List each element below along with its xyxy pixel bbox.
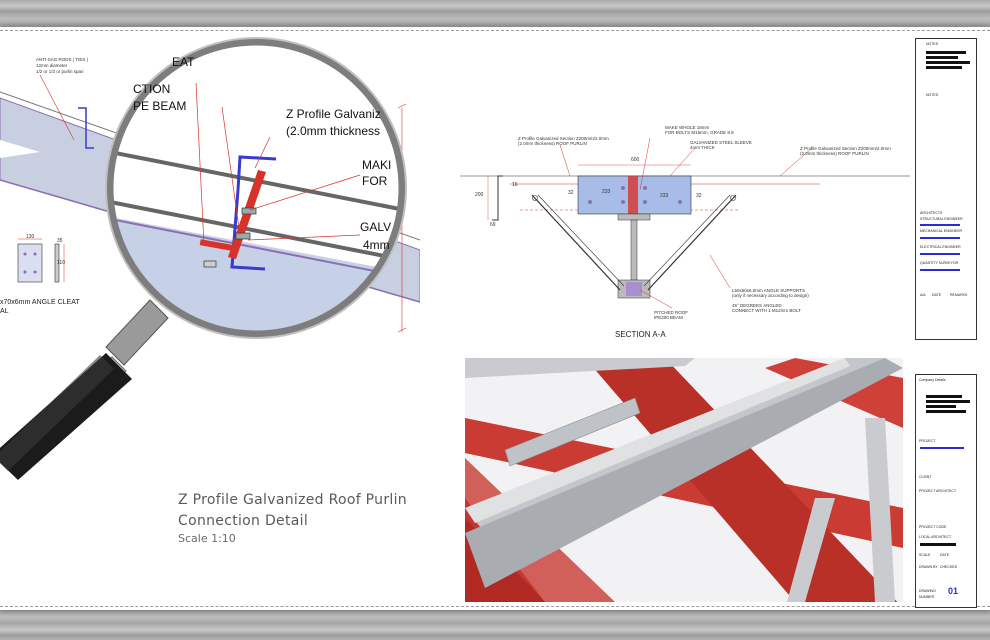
anti-sag-span: 1/2 or 1/3 or purlin span xyxy=(36,69,84,74)
tb-date: DATE xyxy=(940,553,950,557)
drawing-number: 01 xyxy=(948,586,959,596)
tb-quantity: QUANTITY SURVEYOR xyxy=(920,261,959,265)
lens-text-for: FOR xyxy=(362,174,388,188)
sleeve-line2: 4mm THICK xyxy=(690,145,715,150)
lens-text-4mm: 4mm xyxy=(363,238,390,252)
angle-cleat-note: x70x6mm ANGLE CLEAT AL xyxy=(0,298,80,316)
tb-col-a: A/A xyxy=(920,293,926,297)
tb-local-arch: LOCAL ARCHITECT xyxy=(919,535,952,539)
sleeve-line1: GALVANIZED STEEL SLEEVE xyxy=(690,140,752,145)
dim-200: 200 xyxy=(475,192,484,198)
dim-110: 110 xyxy=(57,260,65,266)
right-purlin-line2: (2.0mm thickness) ROOF PURLIN xyxy=(800,151,869,156)
lens-text-cleat: EAT xyxy=(172,55,195,69)
dim-69: 69 xyxy=(490,222,496,228)
tb-electrical: ELECTRICAL ENGINEER xyxy=(920,245,961,249)
tb-client: CLIENT xyxy=(919,475,932,479)
magnifier-handle xyxy=(0,299,169,480)
tb-col-c: REMARKS xyxy=(950,293,968,297)
drawing-scale: Scale 1:10 xyxy=(178,532,236,545)
lens-text-thickness: (2.0mm thickness xyxy=(286,124,381,138)
dim-35: 35 xyxy=(57,238,63,244)
lens-text-make: MAKI xyxy=(362,158,392,172)
tb-project: PROJECT xyxy=(919,439,936,443)
lens-text-beam: PE BEAM xyxy=(133,99,187,113)
tb-notes2: NOTES xyxy=(926,93,939,97)
tb-drawn-by: DRAWN BY xyxy=(919,565,938,569)
sheet-border-top xyxy=(0,30,990,31)
pitched-line2: IPE200 BEAM xyxy=(654,315,683,320)
angle-line2: (only if necessary according to design) xyxy=(732,293,809,298)
tb-company: Company Details xyxy=(919,378,946,382)
dim-233a: 233 xyxy=(602,189,611,195)
tb-drawing: DRAWING xyxy=(919,589,936,593)
hole-line2: FOR BOLTS M16mm, GRADE 8.8 xyxy=(665,130,734,135)
dim-233b: 233 xyxy=(660,193,669,199)
tb-architect: ARCHITECTS xyxy=(920,211,943,215)
right-purlin-line1: Z Profile Galvanized Section Z200mm/2.0m… xyxy=(800,146,891,151)
lens-text-ction: CTION xyxy=(133,82,171,96)
left-purlin-line1: Z Profile Galvanized Section Z200mm/2.0m… xyxy=(518,136,609,141)
purlin-render xyxy=(465,358,903,602)
tb-structural: STRUCTURAL ENGINEER xyxy=(920,217,963,221)
lens-text-galv: GALV xyxy=(360,220,392,234)
section-label: SECTION A-A xyxy=(615,330,666,339)
tb-col-b: DATE xyxy=(932,293,942,297)
tb-project-arch: PROJECT ARCHITECT xyxy=(919,489,957,493)
angle-cleat-line1: x70x6mm ANGLE CLEAT xyxy=(0,299,80,306)
tb-project-code: PROJECT CODE xyxy=(919,525,947,529)
dim-32a: 32 xyxy=(568,190,574,196)
left-purlin-line2: (2.0mm thickness) ROOF PURLIN xyxy=(518,141,587,146)
dim-600: 600 xyxy=(631,157,640,163)
title-line1: Z Profile Galvanized Roof Purlin xyxy=(178,492,407,508)
tb-scale: SCALE xyxy=(919,553,931,557)
angle-cleat-line2: AL xyxy=(0,308,9,315)
angle-line1: L50x50x6.0mm ANGLE SUPPORTS xyxy=(732,288,805,293)
title-line2: Connection Detail xyxy=(178,513,309,529)
anti-sag-title: ANTI-SAG RODS ( TIES ) xyxy=(36,57,89,62)
tb-notes1: NOTES xyxy=(926,42,939,46)
drawing-title: Z Profile Galvanized Roof Purlin Connect… xyxy=(178,490,407,532)
sheet-border-bottom xyxy=(0,606,990,607)
hole-line1: MAKE WHOLE 18mm xyxy=(665,125,710,130)
pitched-line1: PITCHED ROOF xyxy=(654,310,689,315)
tb-checked: CHECKED xyxy=(940,565,958,569)
dim-130: 130 xyxy=(26,234,35,240)
anti-sag-diameter: 12mm diameter xyxy=(36,63,68,68)
title-block-top: NOTES NOTES ARCHITECTS STRUCTURAL ENGINE… xyxy=(915,38,977,340)
magnifier-icon xyxy=(0,37,407,480)
tb-mechanical: MECHANICAL ENGINEER xyxy=(920,229,963,233)
title-block-bottom: Company Details PROJECT CLIENT PROJECT A… xyxy=(915,374,977,608)
section-drawing xyxy=(460,137,910,309)
angle-line4: CONNECT WITH 1 M12mm BOLT xyxy=(732,308,801,313)
dim-32b: 32 xyxy=(696,193,702,199)
tb-number: NUMBER xyxy=(919,595,935,599)
angle-line3: 45° DEGREES ANGLED xyxy=(732,303,782,308)
dim-16: 16 xyxy=(512,182,518,188)
lens-text-zprofile: Z Profile Galvaniz xyxy=(286,107,381,121)
